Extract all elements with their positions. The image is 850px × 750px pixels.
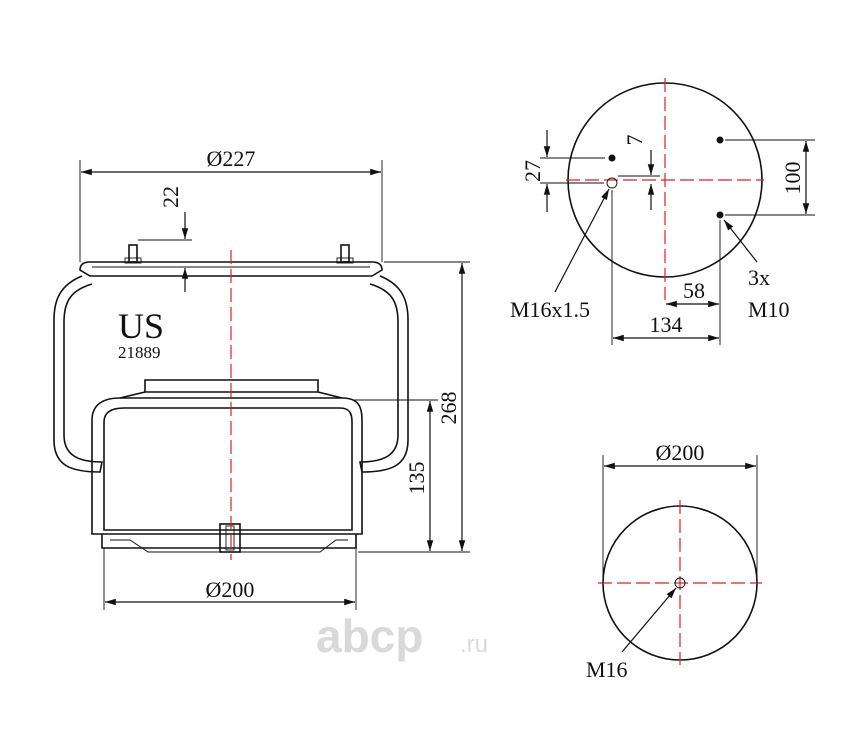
leader-studs: 3x M10 (723, 219, 790, 322)
dim-bottom-view-diameter: Ø200 (602, 440, 758, 583)
label-studs-count: 3x (748, 265, 770, 290)
label-bottom-thread: M16 (586, 657, 628, 682)
dim-overall-height: 268 (358, 261, 470, 553)
label-58: 58 (683, 278, 705, 303)
bottom-center-hole (674, 577, 686, 589)
dim-bottom-diameter: Ø200 (103, 548, 357, 610)
dim-100: 100 (725, 139, 815, 216)
air-inlet-hole (606, 177, 618, 189)
label-air-inlet: M16x1.5 (510, 297, 590, 322)
dim-top-diameter: Ø227 (79, 146, 383, 262)
label-studs-thread: M10 (748, 297, 790, 322)
label-piston-height: 135 (404, 462, 429, 495)
label-top-diameter: Ø227 (207, 146, 256, 171)
top-plate (79, 261, 383, 277)
dim-7: 7 (618, 135, 660, 210)
dim-stud-height: 22 (138, 186, 192, 292)
bottom-view: Ø200 M16 (586, 440, 762, 682)
label-stud-height: 22 (158, 186, 183, 208)
piston (91, 379, 363, 553)
watermark-suffix: .ru (460, 631, 488, 658)
dim-134: 134 (611, 190, 719, 345)
brand-label: US (118, 306, 164, 346)
stud-hole-bottom-right (716, 211, 724, 219)
stud-hole-left (608, 154, 616, 162)
label-134: 134 (650, 312, 683, 337)
dim-58: 58 (666, 220, 721, 345)
label-27: 27 (520, 160, 545, 182)
label-100: 100 (780, 162, 805, 195)
label-bottom-diameter: Ø200 (206, 577, 255, 602)
part-number-label: 21889 (118, 343, 161, 362)
label-overall-height: 268 (436, 392, 461, 425)
top-studs (124, 244, 354, 264)
leader-bottom-thread: M16 (586, 587, 677, 682)
leader-air-inlet: M16x1.5 (510, 188, 610, 322)
stud-hole-top-right (716, 136, 724, 144)
watermark: abcp .ru (316, 610, 488, 662)
side-view: Ø227 22 268 135 Ø200 (53, 146, 470, 610)
label-bottom-view-diameter: Ø200 (656, 440, 705, 465)
watermark-brand: abcp (316, 610, 423, 662)
top-plate-view: 27 7 100 58 134 M1 (510, 78, 815, 345)
dim-27: 27 (520, 130, 605, 212)
label-7: 7 (622, 135, 647, 146)
dim-piston-height: 135 (352, 399, 438, 551)
